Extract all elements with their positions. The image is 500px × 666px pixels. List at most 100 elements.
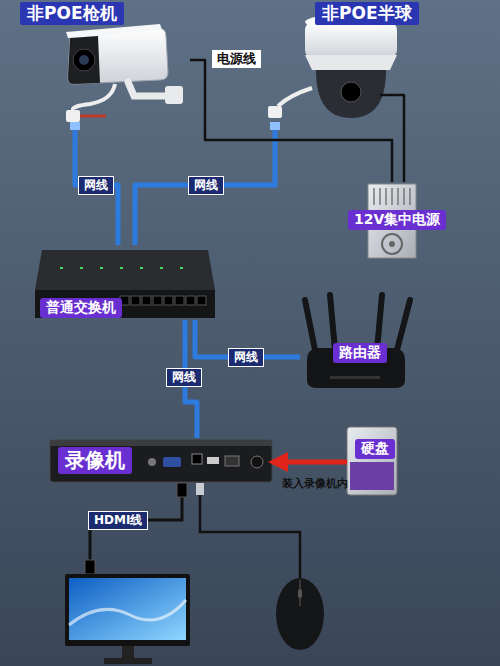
switch-node: 普通交换机 <box>35 245 215 320</box>
video-recorder <box>225 456 239 466</box>
device-label: 录像机 <box>58 447 132 474</box>
bullet-camera <box>68 36 100 84</box>
dome-camera <box>305 14 397 30</box>
power-supply <box>368 184 416 258</box>
video-recorder <box>207 457 219 464</box>
dome-camera <box>341 82 361 102</box>
camera-heading: 非POE半球 <box>315 2 419 25</box>
network-switch <box>142 296 151 305</box>
camera-heading: 非POE枪机 <box>20 2 124 25</box>
network-switch <box>175 296 184 305</box>
bullet-camera <box>66 110 80 122</box>
video-recorder <box>50 440 272 482</box>
hard-disk <box>350 462 394 490</box>
dome-camera <box>268 106 282 118</box>
insert-arrow <box>272 460 347 465</box>
monitor <box>65 574 190 664</box>
bullet-camera <box>73 84 115 110</box>
mouse-cable <box>196 483 300 578</box>
network-switch <box>120 296 129 305</box>
power-supply-node: 12V集中电源 <box>352 182 418 262</box>
bullet-camera <box>79 55 89 65</box>
network-switch <box>35 290 215 318</box>
monitor <box>65 574 190 646</box>
hdmi-cable <box>177 483 187 497</box>
video-recorder <box>163 457 181 467</box>
bullet-camera <box>165 86 183 104</box>
network-switch <box>164 296 173 305</box>
video-recorder <box>148 458 156 466</box>
monitor <box>104 658 152 664</box>
cable-label: 电源线 <box>212 50 261 68</box>
mouse-cable <box>200 495 300 578</box>
power-supply <box>389 241 395 247</box>
network-cable <box>185 320 197 438</box>
hard-disk <box>347 427 397 495</box>
dome-camera <box>268 14 397 130</box>
video-recorder <box>251 456 263 468</box>
cable-label: 网线 <box>166 368 202 387</box>
hdmi-cable <box>90 497 182 562</box>
router <box>305 295 410 388</box>
network-switch <box>131 296 140 305</box>
monitor <box>69 578 186 640</box>
dome-camera <box>270 122 280 130</box>
recorder-node: 录像机 <box>50 438 272 483</box>
network-switch <box>35 250 215 318</box>
hard-disk <box>347 427 397 495</box>
device-label: 硬盘 <box>355 439 395 459</box>
network-switch <box>197 296 206 305</box>
network-cable <box>135 130 275 245</box>
bullet-camera <box>80 115 106 118</box>
network-switch <box>60 267 183 269</box>
device-label: 普通交换机 <box>40 298 122 318</box>
cable-label: 网线 <box>228 348 264 367</box>
cable-label: 装入录像机内 <box>281 477 349 491</box>
video-recorder <box>50 440 272 482</box>
bullet-camera <box>73 49 95 71</box>
router <box>330 376 380 379</box>
mouse <box>276 578 324 650</box>
power-cable <box>190 60 392 182</box>
cable-label: 网线 <box>78 176 114 195</box>
power-supply <box>374 188 410 205</box>
dome-camera <box>316 70 386 118</box>
power-supply <box>368 184 416 258</box>
monitor <box>122 646 134 659</box>
dome-camera-node: 非POE半球 <box>255 2 380 130</box>
network-cable <box>195 320 300 357</box>
power-cable <box>380 95 404 182</box>
router <box>307 348 405 388</box>
device-label: 12V集中电源 <box>348 210 446 230</box>
hdmi-cable <box>85 483 187 574</box>
mouse-cable <box>196 483 204 495</box>
bullet-camera <box>70 122 80 130</box>
dome-camera <box>278 88 312 106</box>
mouse <box>276 578 324 650</box>
video-recorder <box>50 440 272 446</box>
monitor <box>69 600 186 625</box>
network-switch <box>153 296 162 305</box>
dome-camera <box>305 55 397 70</box>
bullet-camera <box>66 24 183 130</box>
hard-disk-node: 硬盘 <box>347 425 399 497</box>
power-supply <box>382 234 402 254</box>
device-label: 路由器 <box>333 343 387 363</box>
mouse <box>298 589 302 598</box>
cable-label: HDMI线 <box>88 511 148 530</box>
bullet-camera-node: 非POE枪机 <box>18 2 190 130</box>
network-cable <box>75 130 118 245</box>
router-node: 路由器 <box>300 292 410 392</box>
cable-label: 网线 <box>188 176 224 195</box>
router <box>305 295 410 350</box>
bullet-camera <box>128 82 170 96</box>
video-recorder <box>192 454 202 464</box>
network-switch <box>35 250 215 290</box>
network-switch <box>186 296 195 305</box>
bullet-camera <box>66 24 162 38</box>
